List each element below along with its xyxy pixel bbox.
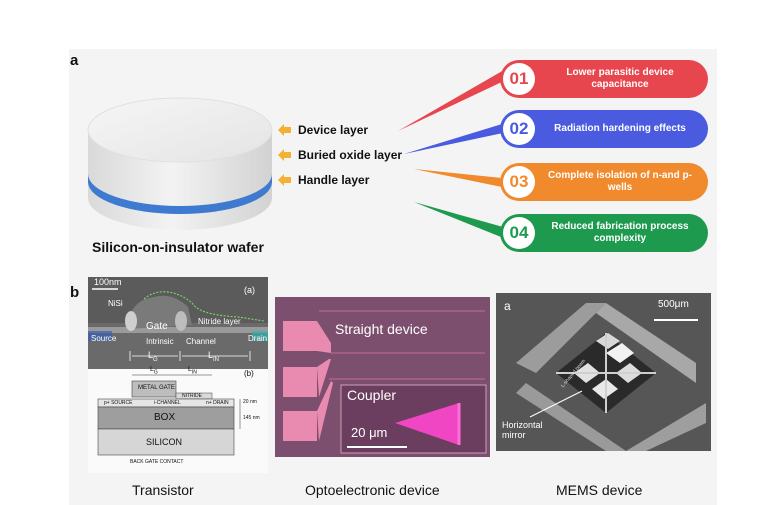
sem-lin-label: LIN [208, 350, 220, 363]
benefit-number: 02 [503, 113, 535, 145]
mems-tag: a [504, 299, 511, 313]
benefit-text: Lower parasitic device capacitance [566, 66, 674, 91]
sem-lg-label: LG [148, 350, 158, 363]
schematic-layers [97, 374, 241, 456]
schematic-metal-gate: METAL GATE [138, 385, 175, 391]
connector-04 [414, 202, 503, 237]
schematic-dim-145: 145 nm [243, 415, 260, 421]
benefit-pill-02: 02 Radiation hardening effects [500, 110, 708, 148]
schematic-dim-20: 20 nm [243, 399, 257, 405]
sem-source-label: Source [91, 334, 117, 343]
benefit-text: Reduced fabrication process complexity [551, 220, 689, 245]
schematic-box: BOX [154, 412, 176, 423]
arrow-left-icon [278, 174, 291, 186]
opto-coupler-label: Coupler [347, 387, 397, 403]
opto-device-image: Straight device Coupler 20 μm [275, 297, 490, 457]
layer-label-device: Device layer [298, 123, 369, 137]
sem-intrinsic-label: Intrinsic [146, 337, 174, 346]
mems-device-image: a 500μm L-shaped beam Horizontal mirror [496, 293, 711, 451]
schematic-lg-label: LG [150, 366, 158, 376]
schematic-lin-label: LIN [188, 366, 197, 376]
arrow-left-icon [278, 124, 291, 136]
benefit-pill-03: 03 Complete isolation of n-and p-wells [500, 163, 708, 201]
sem-scale-label: 100nm [94, 277, 122, 287]
opto-scale-label: 20 μm [351, 425, 388, 440]
sem-channel-label: Channel [186, 337, 216, 346]
schematic-silicon: SILICON [146, 437, 183, 447]
mems-mirror-label: Horizontal mirror [502, 420, 543, 440]
benefit-number: 03 [503, 166, 535, 198]
connector-03 [414, 169, 502, 187]
benefit-pill-04: 04 Reduced fabrication process complexit… [500, 214, 708, 252]
schematic-back-gate: BACK GATE CONTACT [130, 459, 184, 465]
transistor-schematic: LG LIN (b) METAL GATE NITRIDE p+ SOURCE … [88, 366, 268, 473]
sem-nisi-label: NiSi [108, 299, 123, 308]
mems-scale-label: 500μm [658, 299, 689, 310]
sem-gate-label: Gate [146, 321, 168, 332]
sem-tag: (a) [244, 285, 255, 295]
buried-oxide-stripe [88, 174, 272, 214]
benefit-text: Complete isolation of n-and p-wells [548, 169, 692, 194]
schematic-n-drain: n+ DRAIN [206, 400, 229, 406]
schematic-tag: (b) [244, 369, 254, 378]
connector-02 [404, 124, 503, 154]
connector-01 [398, 70, 506, 131]
soi-wafer-illustration [87, 97, 273, 230]
schematic-p-source: p+ SOURCE [104, 400, 133, 406]
sem-drain-label: Drain [248, 334, 268, 343]
mems-structure [496, 293, 711, 451]
benefit-number: 01 [503, 63, 535, 95]
wafer-caption: Silicon-on-insulator wafer [92, 239, 264, 255]
opto-structure [275, 297, 490, 457]
opto-caption: Optoelectronic device [305, 482, 440, 498]
mems-caption: MEMS device [556, 482, 643, 498]
layer-label-handle: Handle layer [298, 173, 370, 187]
benefit-text: Radiation hardening effects [554, 122, 686, 134]
arrow-left-icon [278, 149, 291, 161]
sem-structure [88, 277, 268, 369]
opto-straight-label: Straight device [335, 321, 428, 337]
panel-b-letter: b [70, 284, 80, 301]
panel-a-letter: a [70, 52, 79, 69]
benefit-number: 04 [503, 217, 535, 249]
transistor-caption: Transistor [132, 482, 194, 498]
schematic-i-channel: i-CHANNEL [154, 400, 181, 406]
sem-nitride-label: Nitride layer [198, 317, 241, 326]
layer-label-buried-oxide: Buried oxide layer [298, 148, 403, 162]
schematic-nitride: NITRIDE [182, 393, 202, 399]
wafer-top [87, 97, 273, 163]
benefit-pill-01: 01 Lower parasitic device capacitance [500, 60, 708, 98]
transistor-sem-image: 100nm (a) NiSi Gate Nitride layer Source… [88, 277, 268, 369]
